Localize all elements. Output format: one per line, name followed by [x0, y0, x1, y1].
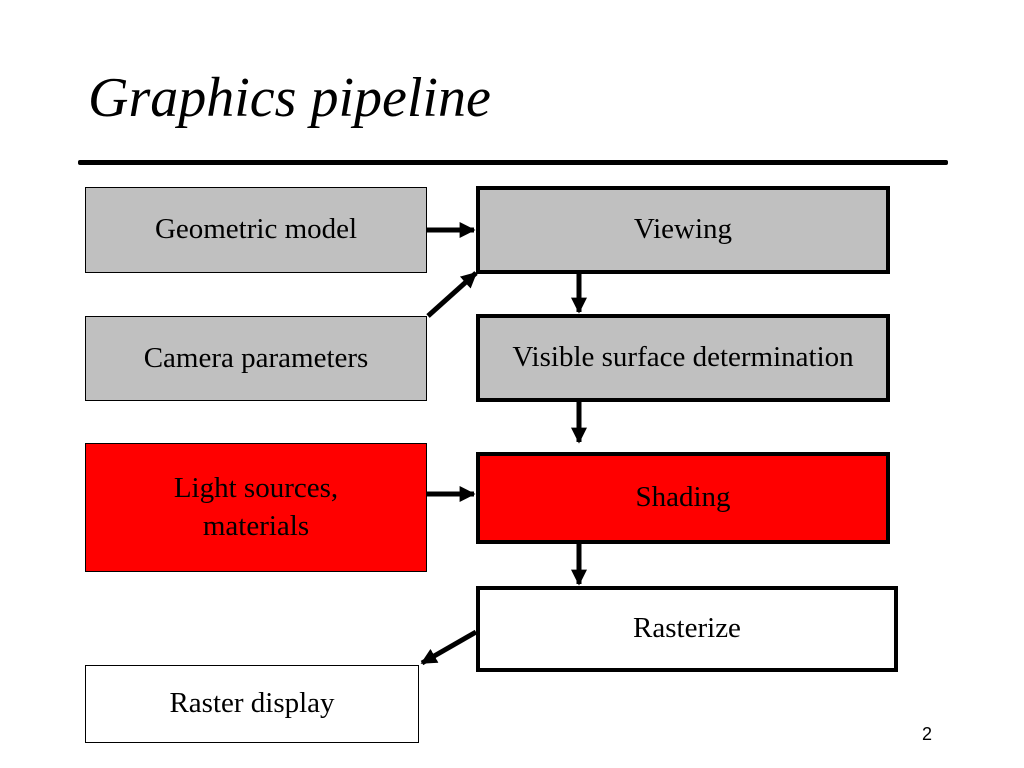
visible-surface-stage-label: Visible surface determination [512, 341, 854, 374]
light-sources-label-line2: materials [202, 509, 310, 542]
arrow-rasterize-to-display [420, 629, 478, 666]
raster-display-label: Raster display [169, 687, 335, 720]
rasterize-stage-box: Rasterize [476, 586, 898, 672]
shading-stage-box: Shading [476, 452, 890, 544]
geometric-model-label: Geometric model [154, 213, 358, 246]
geometric-model-box: Geometric model [85, 187, 427, 273]
camera-parameters-label: Camera parameters [143, 341, 369, 374]
raster-display-box: Raster display [85, 665, 419, 743]
camera-parameters-box: Camera parameters [85, 316, 427, 401]
visible-surface-stage-box: Visible surface determination [476, 314, 890, 402]
rasterize-stage-label: Rasterize [633, 612, 741, 645]
light-sources-label-line1: Light sources, [173, 471, 339, 504]
arrow-camera-to-viewing [426, 271, 478, 318]
slide-title: Graphics pipeline [88, 67, 491, 129]
title-underline [78, 160, 948, 165]
viewing-stage-box: Viewing [476, 186, 890, 274]
light-sources-box: Light sources, materials [85, 443, 427, 572]
page-number: 2 [922, 724, 933, 744]
viewing-stage-label: Viewing [633, 213, 733, 246]
shading-stage-label: Shading [635, 481, 731, 514]
